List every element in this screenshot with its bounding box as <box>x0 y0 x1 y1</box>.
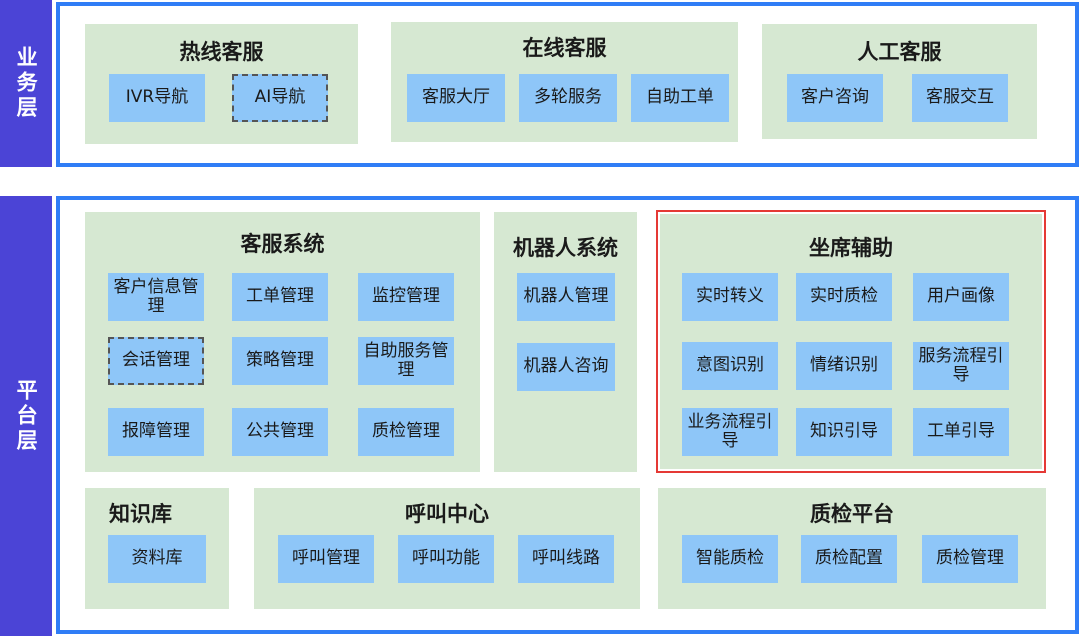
qa-platform-title: 质检平台 <box>810 502 894 526</box>
agent-assist-panel: 坐席辅助 实时转义 实时质检 用户画像 意图识别 情绪识别 服务流程引导 业务流… <box>660 214 1042 469</box>
business-flow-guide-box: 业务流程引导 <box>682 408 778 456</box>
call-mgmt-box: 呼叫管理 <box>278 535 374 583</box>
self-service-mgmt-box: 自助服务管理 <box>358 337 454 385</box>
monitor-mgmt-box: 监控管理 <box>358 273 454 321</box>
online-panel: 在线客服 客服大厅 多轮服务 自助工单 <box>391 22 738 142</box>
robot-consult-box: 机器人咨询 <box>517 343 615 391</box>
agent-assist-highlight <box>656 210 1046 473</box>
user-profile-box: 用户画像 <box>913 273 1009 321</box>
knowledge-guide-box: 知识引导 <box>796 408 892 456</box>
emotion-recognition-box: 情绪识别 <box>796 342 892 390</box>
manual-panel: 人工客服 客户咨询 客服交互 <box>762 24 1037 139</box>
qa-platform-panel: 质检平台 智能质检 质检配置 质检管理 <box>658 488 1046 609</box>
business-layer-frame <box>56 2 1079 167</box>
cs-system-title: 客服系统 <box>240 232 325 256</box>
ticket-guide-box: 工单引导 <box>913 408 1009 456</box>
robot-system-panel: 机器人系统 机器人管理 机器人咨询 <box>494 212 637 472</box>
cs-hall-box: 客服大厅 <box>407 74 505 122</box>
ivr-nav-box: IVR导航 <box>109 74 205 122</box>
public-mgmt-box: 公共管理 <box>232 408 328 456</box>
business-layer-label: 业务层 <box>14 46 39 121</box>
customer-info-mgmt-box: 客户信息管理 <box>108 273 204 321</box>
hotline-panel: 热线客服 IVR导航 AI导航 <box>85 24 358 144</box>
call-function-box: 呼叫功能 <box>398 535 494 583</box>
cs-interaction-box: 客服交互 <box>912 74 1008 122</box>
knowledge-panel: 知识库 资料库 <box>85 488 229 609</box>
data-library-box: 资料库 <box>108 535 206 583</box>
multi-round-box: 多轮服务 <box>519 74 617 122</box>
manual-title: 人工客服 <box>857 40 942 64</box>
cs-system-panel: 客服系统 客户信息管理 工单管理 监控管理 会话管理 策略管理 自助服务管理 报… <box>85 212 480 472</box>
ai-nav-box: AI导航 <box>232 74 328 122</box>
business-layer-tag: 业务层 <box>0 0 52 167</box>
call-center-panel: 呼叫中心 呼叫管理 呼叫功能 呼叫线路 <box>254 488 640 609</box>
call-center-title: 呼叫中心 <box>405 502 489 526</box>
robot-mgmt-box: 机器人管理 <box>517 273 615 321</box>
qa-mgmt-box: 质检管理 <box>358 408 454 456</box>
service-flow-guide-box: 服务流程引导 <box>913 342 1009 390</box>
fault-report-mgmt-box: 报障管理 <box>108 408 204 456</box>
realtime-qa-box: 实时质检 <box>796 273 892 321</box>
qa-platform-mgmt-box: 质检管理 <box>922 535 1018 583</box>
qa-config-box: 质检配置 <box>801 535 897 583</box>
session-mgmt-box: 会话管理 <box>108 337 204 385</box>
intent-recognition-box: 意图识别 <box>682 342 778 390</box>
agent-assist-title: 坐席辅助 <box>809 236 893 260</box>
customer-consult-box: 客户咨询 <box>787 74 883 122</box>
robot-system-title: 机器人系统 <box>513 236 618 260</box>
hotline-title: 热线客服 <box>179 40 264 64</box>
strategy-mgmt-box: 策略管理 <box>232 337 328 385</box>
call-line-box: 呼叫线路 <box>518 535 614 583</box>
online-title: 在线客服 <box>522 36 607 60</box>
platform-layer-label: 平台层 <box>14 378 39 454</box>
platform-layer-tag: 平台层 <box>0 196 52 636</box>
self-ticket-box: 自助工单 <box>631 74 729 122</box>
realtime-transcribe-box: 实时转义 <box>682 273 778 321</box>
knowledge-title: 知识库 <box>109 502 172 526</box>
smart-qa-box: 智能质检 <box>682 535 778 583</box>
ticket-mgmt-box: 工单管理 <box>232 273 328 321</box>
platform-layer-frame <box>56 196 1079 634</box>
